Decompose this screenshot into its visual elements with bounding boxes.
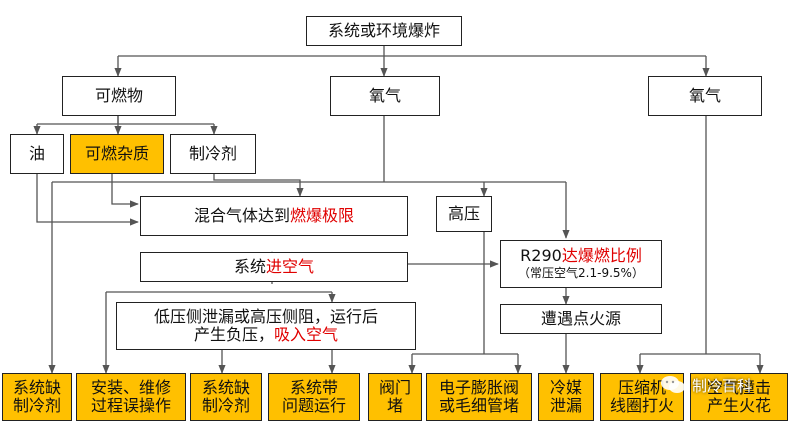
r290-highlight: 达爆燃比例 <box>561 245 642 265</box>
explosive-limit-node: 混合气体达到燃爆极限 <box>140 196 408 236</box>
bottom-node-line2: 线圈打火 <box>609 396 674 415</box>
explosive-limit-prefix: 混合气体达到 <box>193 205 290 225</box>
oil-node: 油 <box>10 134 64 174</box>
bottom-node-line1: 电子膨胀阀 <box>438 377 519 397</box>
bottom-node-line1: 压缩机 <box>617 377 666 397</box>
negative-pressure-prefix: 产生负压， <box>193 325 274 344</box>
bottom-node-line2: 堵 <box>386 396 403 415</box>
r290-ratio-line: R290达爆燃比例 <box>520 245 642 265</box>
bottom-node-line1: 安装、维修 <box>90 377 171 397</box>
combustible-impurity-node: 可燃杂质 <box>70 134 164 174</box>
high-pressure-label: 高压 <box>447 203 480 223</box>
ignition-source-label: 遭遇点火源 <box>540 308 621 328</box>
bottom-node-faulty-operation: 系统带 问题运行 <box>268 373 360 421</box>
negative-pressure-node: 低压侧泄漏或高压侧阻，运行后 产生负压，吸入空气 <box>116 302 416 350</box>
bottom-node-expansion-valve-blocked: 电子膨胀阀 或毛细管堵 <box>426 373 532 421</box>
watermark: 制冷百科 <box>660 368 788 402</box>
system-air-intake-node: 系统进空气 <box>140 252 408 282</box>
refrigerant-node: 制冷剂 <box>170 134 256 174</box>
refrigerant-label: 制冷剂 <box>188 143 237 163</box>
bottom-node-line2: 问题运行 <box>281 396 346 415</box>
bottom-node-valve-blocked: 阀门 堵 <box>368 373 422 421</box>
bottom-node-line1: 空气撞击 <box>706 377 771 397</box>
negative-pressure-highlight: 吸入空气 <box>274 325 339 344</box>
explosive-limit-highlight: 燃爆极限 <box>290 205 355 225</box>
bottom-node-line1: 系统缺 <box>201 377 250 397</box>
watermark-text: 制冷百科 <box>692 376 753 395</box>
bottom-node-line2: 泄漏 <box>549 396 582 415</box>
oxygen-label-right: 氧气 <box>688 85 721 105</box>
bottom-node-install-misoperation: 安装、维修 过程误操作 <box>76 373 186 421</box>
combustible-impurity-label: 可燃杂质 <box>84 143 149 163</box>
bottom-node-line1: 系统缺 <box>12 377 61 397</box>
combustible-node: 可燃物 <box>62 76 176 116</box>
oxygen-node-right: 氧气 <box>648 76 762 116</box>
oil-label: 油 <box>28 143 45 163</box>
negative-pressure-line2: 产生负压，吸入空气 <box>193 325 339 344</box>
system-air-intake-prefix: 系统 <box>233 256 266 276</box>
bottom-node-line2: 或毛细管堵 <box>438 396 519 415</box>
oxygen-node-center: 氧气 <box>330 76 440 116</box>
bottom-node-line2: 制冷剂 <box>201 396 250 415</box>
system-explosion-label: 系统或环境爆炸 <box>327 20 440 40</box>
bottom-node-refrigerant-leak: 冷媒 泄漏 <box>538 373 594 421</box>
bottom-node-line1: 冷媒 <box>549 377 582 397</box>
high-pressure-node: 高压 <box>436 196 492 232</box>
bottom-node-line2: 产生火花 <box>706 396 771 415</box>
wechat-icon <box>661 376 685 393</box>
bottom-node-refrigerant-shortage-2: 系统缺 制冷剂 <box>190 373 262 421</box>
r290-range-note: （常压空气2.1-9.5%） <box>518 266 644 281</box>
bottom-node-line1: 系统带 <box>289 377 338 397</box>
ignition-source-node: 遭遇点火源 <box>500 304 662 334</box>
negative-pressure-line1: 低压侧泄漏或高压侧阻，运行后 <box>153 306 378 326</box>
system-explosion-node: 系统或环境爆炸 <box>306 16 462 46</box>
bottom-node-line1: 阀门 <box>378 377 411 397</box>
system-air-intake-highlight: 进空气 <box>266 256 315 276</box>
bottom-node-refrigerant-shortage-1: 系统缺 制冷剂 <box>2 373 72 421</box>
r290-ratio-node: R290达爆燃比例 （常压空气2.1-9.5%） <box>500 240 662 288</box>
combustible-label: 可燃物 <box>94 85 143 105</box>
oxygen-label-center: 氧气 <box>368 85 401 105</box>
bottom-node-line2: 制冷剂 <box>12 396 61 415</box>
bottom-node-line2: 过程误操作 <box>90 396 171 415</box>
bottom-node-air-impact-spark: 空气撞击 产生火花 <box>690 373 788 421</box>
r290-prefix: R290 <box>520 245 562 265</box>
